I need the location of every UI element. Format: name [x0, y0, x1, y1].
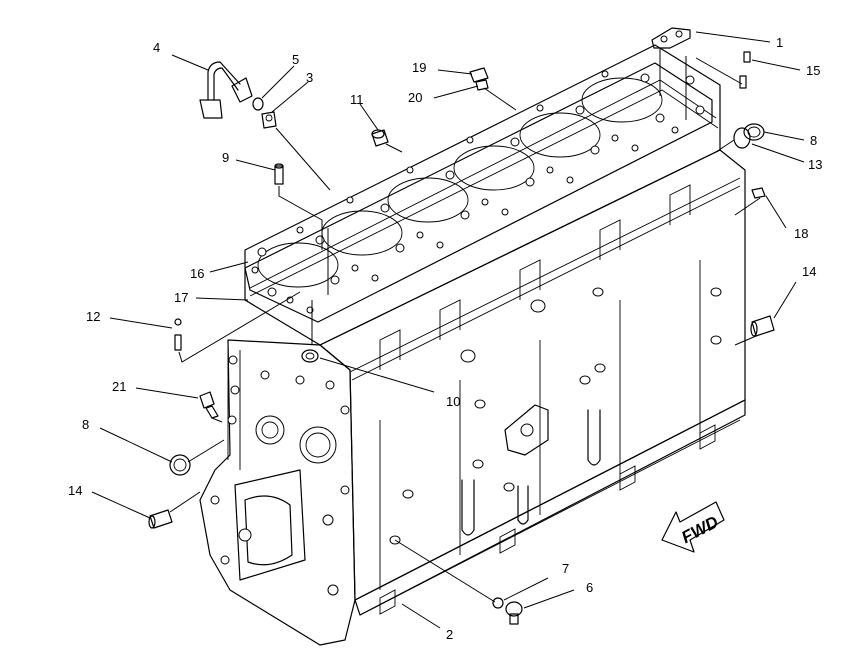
callout-16: 16 — [190, 266, 204, 281]
part-5-o-ring — [252, 97, 264, 111]
callout-15: 15 — [806, 63, 820, 78]
callout-labels: 1 2 3 4 5 6 7 8 8 9 10 11 12 13 14 14 15… — [68, 35, 822, 642]
part-19-fitting — [469, 67, 489, 91]
callout-8-top: 8 — [810, 133, 817, 148]
part-14-sleeve-right — [750, 315, 775, 337]
fwd-arrow-icon — [661, 501, 725, 553]
callout-20: 20 — [408, 90, 422, 105]
part-1-gasket — [651, 27, 691, 49]
exploded-centerlines — [169, 48, 761, 603]
filter-base-pad — [504, 404, 549, 456]
callout-10: 10 — [446, 394, 460, 409]
fwd-label: FWD — [678, 512, 721, 547]
callout-9: 9 — [222, 150, 229, 165]
callout-leaders — [91, 31, 805, 629]
part-6-plug — [505, 601, 523, 625]
callout-8-left: 8 — [82, 417, 89, 432]
part-7-o-ring — [492, 597, 504, 609]
callout-11: 11 — [350, 92, 364, 107]
callout-1: 1 — [776, 35, 783, 50]
part-8-plug-left — [169, 454, 191, 476]
callout-19: 19 — [412, 60, 426, 75]
callout-2: 2 — [446, 627, 453, 642]
callout-14-right: 14 — [802, 264, 816, 279]
deck-bolt-holes — [251, 70, 705, 314]
part-4-tube — [199, 61, 253, 119]
callout-7: 7 — [562, 561, 569, 576]
callout-3: 3 — [306, 70, 313, 85]
gasket-layer — [244, 62, 713, 323]
part-15-dowel — [739, 51, 751, 89]
callout-17: 17 — [174, 290, 188, 305]
part-8-plug-top — [743, 123, 765, 141]
part-9-dowel — [274, 163, 284, 185]
callout-5: 5 — [292, 52, 299, 67]
callout-12: 12 — [86, 309, 100, 324]
part-18-dowel — [751, 187, 766, 199]
forward-direction-arrow: FWD — [661, 501, 725, 553]
part-12-pin — [174, 318, 182, 351]
part-14-sleeve-left — [148, 509, 173, 529]
part-13-seal — [733, 127, 751, 149]
callout-14-left: 14 — [68, 483, 82, 498]
block-top-deck — [244, 44, 721, 346]
part-21-bolt — [199, 391, 219, 419]
callout-13: 13 — [808, 157, 822, 172]
part-3-connector — [261, 111, 277, 129]
callout-4: 4 — [153, 40, 160, 55]
callout-6: 6 — [586, 580, 593, 595]
callout-21: 21 — [112, 379, 126, 394]
part-10-plug — [301, 349, 319, 363]
part-11-plug — [371, 129, 389, 147]
callout-18: 18 — [794, 226, 808, 241]
oil-pan-rail — [354, 399, 746, 616]
